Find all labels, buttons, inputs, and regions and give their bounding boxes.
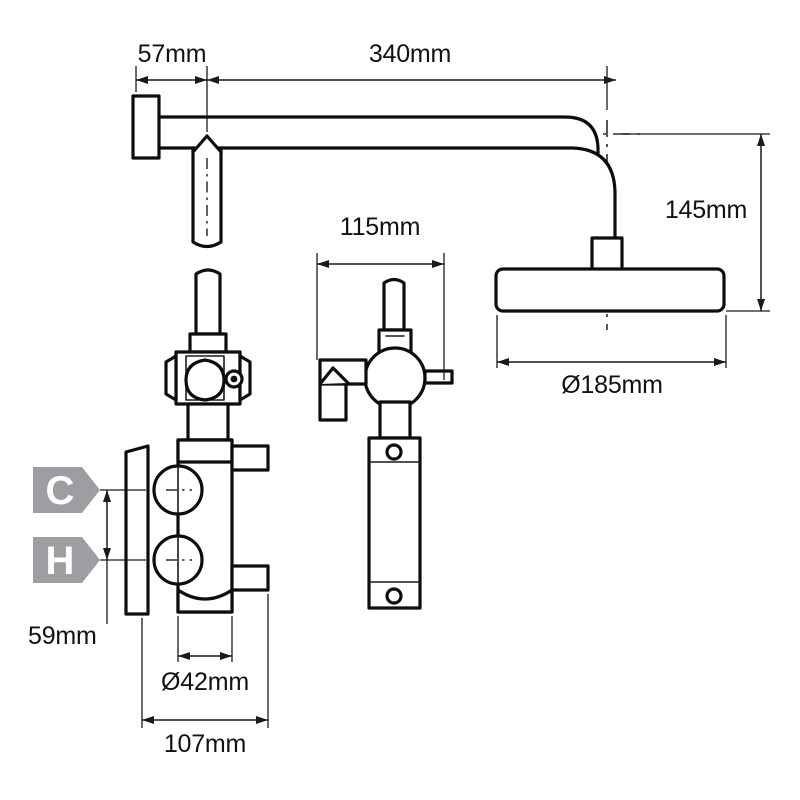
dimension-59mm: 59mm: [28, 489, 146, 650]
valve-side-body: [367, 436, 422, 610]
valve-side-stem: [378, 400, 412, 440]
diverter-lever: [184, 358, 226, 402]
view-valve-side: [318, 277, 454, 610]
dim-label-145: 145mm: [665, 196, 747, 224]
dim-label-115: 115mm: [340, 213, 421, 241]
dimension-185mm: Ø185mm: [496, 315, 727, 399]
arrow-340-left: [207, 76, 219, 84]
arrow-57-right: [195, 76, 207, 84]
arrow-185-right: [714, 358, 726, 366]
arrow-59-bottom: [103, 548, 111, 560]
riser-tee-chamfer: [191, 134, 223, 154]
dim-label-57: 57mm: [138, 40, 207, 68]
dimension-340mm: 340mm: [207, 40, 616, 110]
valve-wall-plate: [124, 444, 150, 616]
valve-side-riser: [382, 277, 406, 332]
port-tag-hot: H: [33, 537, 100, 583]
port-tag-cold: C: [33, 467, 100, 513]
valve-front-top-cap: [176, 438, 234, 464]
riser-pipe: [191, 146, 223, 249]
dim-label-107: 107mm: [164, 730, 246, 758]
cold-tag-letter: C: [46, 469, 75, 513]
diverter-screw-dot: [230, 375, 238, 383]
arrow-107-left: [142, 716, 154, 724]
cold-tag-shape: [33, 467, 100, 513]
arrow-185-left: [497, 358, 509, 366]
arrow-145-top: [757, 134, 765, 146]
dim-label-340: 340mm: [369, 40, 451, 68]
valve-side-screw-bottom: [385, 587, 403, 605]
valve-front-upper-arm: [230, 444, 270, 472]
valve-front-reducer: [188, 332, 228, 354]
arm-inner-profile: [157, 146, 617, 242]
arrow-107-right: [256, 716, 268, 724]
arrow-340-right: [604, 76, 616, 84]
head-connector-collar: [590, 236, 624, 272]
arrow-115-right: [432, 260, 444, 268]
view-valve-front: [124, 268, 270, 616]
dim-label-59: 59mm: [28, 622, 97, 650]
dim-label-42: Ø42mm: [161, 668, 249, 696]
arrow-57-left: [136, 76, 148, 84]
arrow-145-bottom: [757, 299, 765, 311]
shower-head-disc: [494, 267, 726, 313]
wall-flange: [131, 94, 161, 160]
dimension-42mm: Ø42mm: [161, 616, 249, 696]
hot-tag-letter: H: [46, 539, 75, 583]
arrow-42-right: [220, 652, 232, 660]
valve-front-riser: [194, 268, 222, 336]
valve-side-nose-chevron: [318, 366, 350, 386]
dimension-107mm: 107mm: [141, 594, 269, 758]
dimension-57mm: 57mm: [135, 40, 208, 132]
diverter-knob-side: [363, 346, 427, 410]
arrow-115-left: [317, 260, 329, 268]
view-shower-arm: [131, 94, 726, 330]
arrow-59-top: [103, 490, 111, 502]
diverter-cheek-left: [164, 354, 178, 402]
dimension-115mm: 115mm: [316, 213, 445, 380]
arrow-42-left: [178, 652, 190, 660]
valve-front-lower-arm: [230, 564, 270, 592]
dimension-145mm: 145mm: [622, 133, 770, 312]
valve-side-screw-top: [385, 443, 403, 461]
valve-side-nose: [318, 382, 348, 422]
valve-side-spindle: [423, 369, 454, 385]
dim-label-185: Ø185mm: [561, 371, 663, 399]
valve-front-bottom-cap: [176, 588, 234, 614]
hot-tag-shape: [33, 537, 100, 583]
valve-front-stem: [186, 402, 230, 442]
